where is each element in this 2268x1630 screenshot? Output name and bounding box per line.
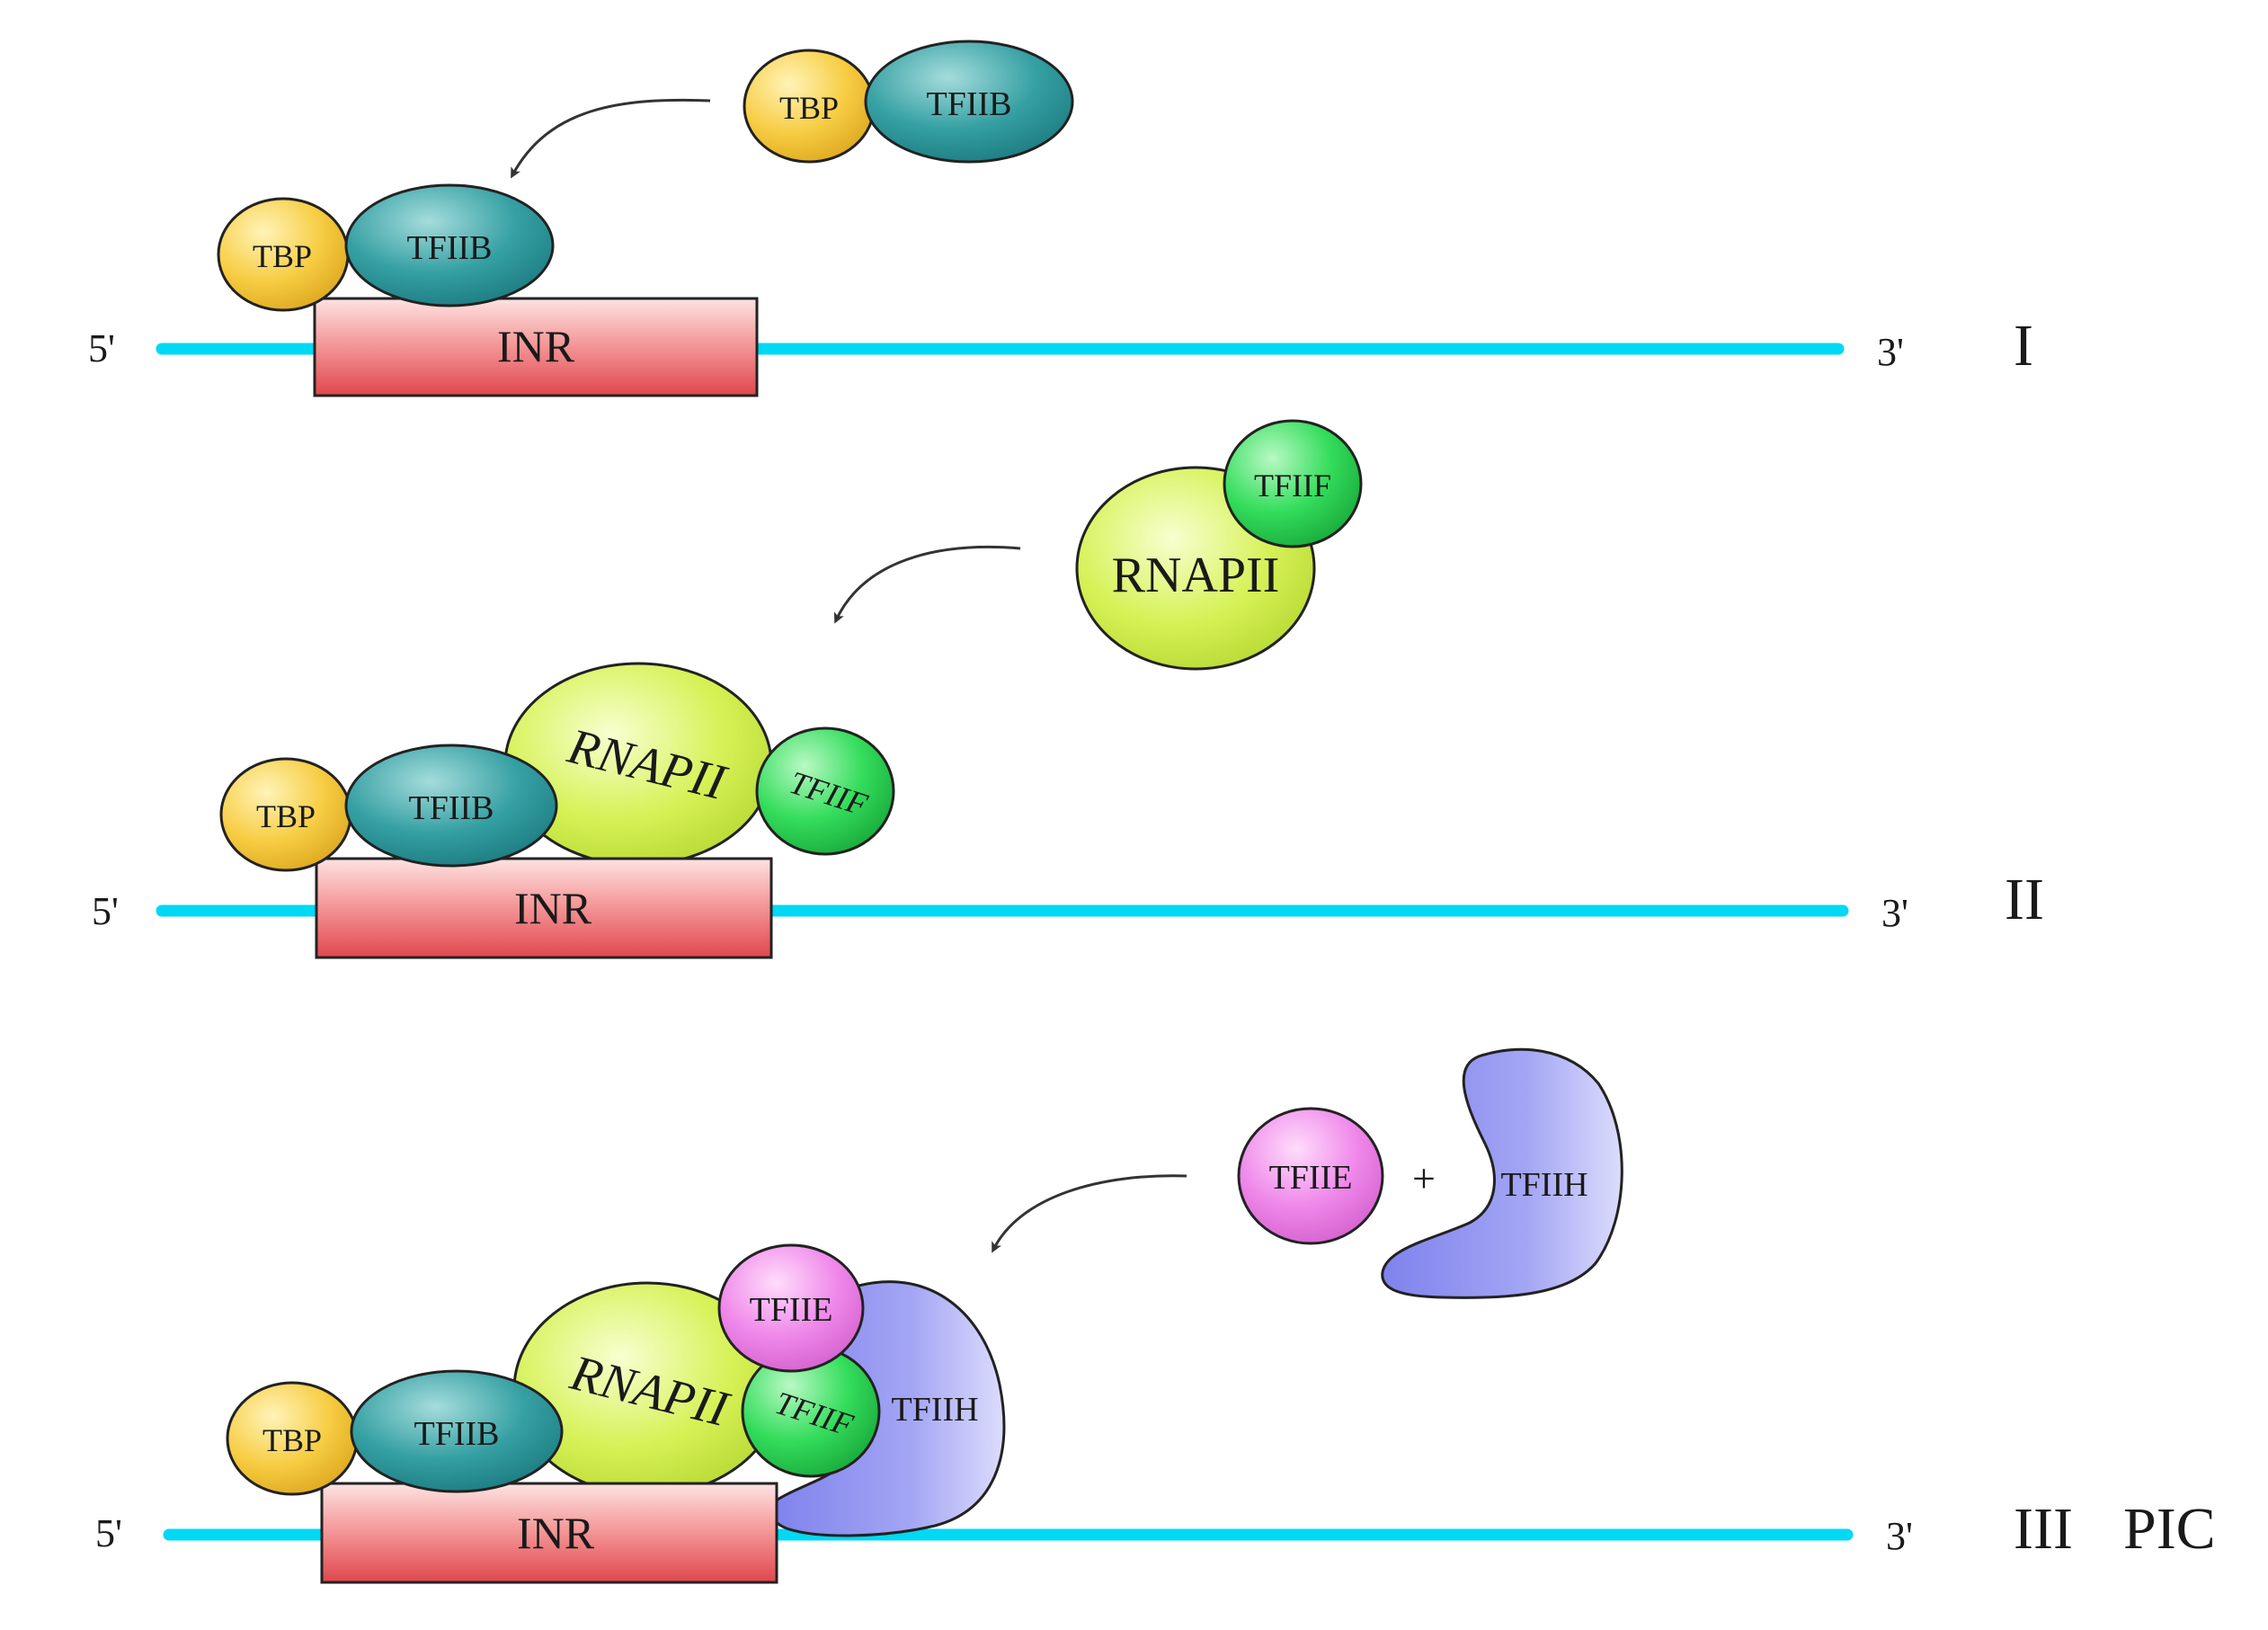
five-prime-label-2: 5' <box>92 889 119 933</box>
tbp-incoming-label: TBP <box>779 90 839 126</box>
three-prime-label-2: 3' <box>1881 891 1908 935</box>
tfiib-2 <box>344 744 558 868</box>
tfiib-label-3: TFIIB <box>414 1415 500 1453</box>
stage-numeral-2: II <box>2005 867 2044 932</box>
arrow-3 <box>992 1174 1187 1253</box>
stage-2: 5' 3' II RNAPII TFIIF RNAPII TFIIF INR T… <box>92 419 2044 959</box>
five-prime-label-3: 5' <box>95 1511 122 1555</box>
tbp-label-3: TBP <box>262 1422 322 1458</box>
pic-label: PIC <box>2123 1496 2216 1562</box>
tfiih-incoming-label: TFIIH <box>1500 1166 1588 1204</box>
tfiif-incoming-label: TFIIF <box>1254 468 1331 503</box>
stage-numeral-3: III <box>2014 1496 2073 1562</box>
tfiib-3 <box>350 1369 564 1493</box>
tfiih-incoming <box>1381 1047 1623 1299</box>
tfiib-incoming <box>864 40 1074 164</box>
rnapii-incoming-label: RNAPII <box>1112 548 1280 603</box>
tfiie-label-3: TFIIE <box>750 1291 833 1329</box>
tfiib-1 <box>344 183 555 307</box>
three-prime-label-1: 3' <box>1877 330 1904 374</box>
tfiib-label-1: TFIIB <box>407 229 493 267</box>
tbp-label-1: TBP <box>253 238 312 274</box>
tfiie-incoming-label: TFIIE <box>1269 1159 1353 1197</box>
stage-numeral-1: I <box>2014 313 2033 379</box>
inr-label-3: INR <box>517 1508 595 1558</box>
stage-1: 5' 3' I INR TBP TFIIB TBP TFIIB <box>88 40 2033 397</box>
tfiif-incoming <box>1223 419 1363 548</box>
inr-box-2 <box>315 857 773 959</box>
plus-sign: + <box>1412 1155 1436 1201</box>
inr-box-1 <box>313 297 759 397</box>
inr-box-3 <box>320 1482 778 1584</box>
inr-label-1: INR <box>497 321 575 371</box>
arrow-2 <box>833 545 1021 624</box>
inr-label-2: INR <box>514 883 592 933</box>
tfiie-incoming <box>1237 1107 1384 1245</box>
tfiib-incoming-label: TFIIB <box>927 85 1012 123</box>
three-prime-label-3: 3' <box>1886 1514 1913 1558</box>
arrow-1 <box>511 98 711 179</box>
tfiib-label-2: TFIIB <box>409 789 494 827</box>
tfiie-3 <box>717 1243 865 1373</box>
tfiif-2 <box>755 726 895 856</box>
tbp-label-2: TBP <box>256 798 316 834</box>
five-prime-label-1: 5' <box>88 326 115 370</box>
tfiih-label-3: TFIIH <box>891 1391 978 1429</box>
stage-3: 5' 3' III PIC TFIIE + TFIIH TFIIH RNAPII… <box>95 1047 2216 1584</box>
